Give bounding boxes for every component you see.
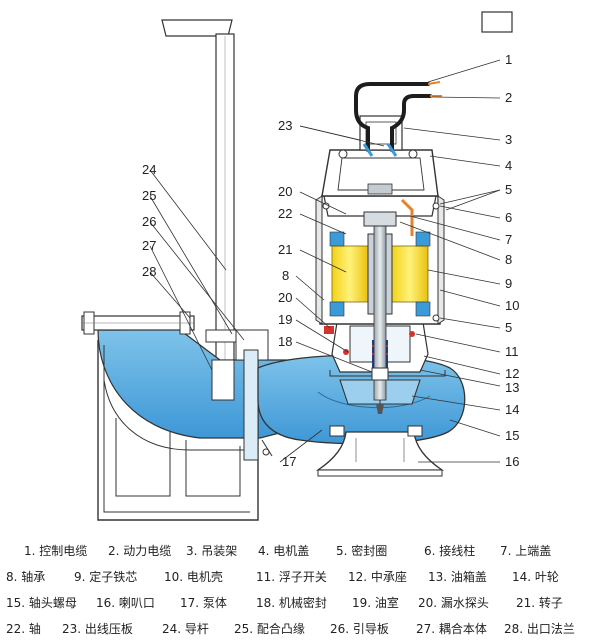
legend-item: 11. 浮子开关 — [256, 570, 327, 584]
guide-rail — [215, 33, 235, 365]
callout-12: 12 — [505, 366, 519, 381]
callout-16: 16 — [505, 454, 519, 469]
seal-rings — [322, 202, 440, 381]
legend-item: 9. 定子铁芯 — [74, 570, 138, 584]
legend-item: 10. 电机壳 — [164, 570, 223, 584]
legend-item: 18. 机械密封 — [256, 596, 327, 610]
callout-24: 24 — [142, 162, 156, 177]
corner-box — [481, 11, 513, 33]
callout-21: 21 — [278, 242, 292, 257]
callout-20-bottom: 20 — [278, 290, 292, 305]
legend-row: 15. 轴头螺母 16. 喇叭口 17. 泵体 18. 机械密封 19. 油室 … — [0, 594, 591, 618]
legend-item: 3. 吊装架 — [186, 544, 238, 558]
callout-3: 3 — [505, 132, 512, 147]
legend-item: 21. 转子 — [516, 596, 563, 610]
motor-cover — [321, 149, 439, 197]
callout-15: 15 — [505, 428, 519, 443]
legend-item: 26. 引导板 — [330, 622, 389, 636]
legend-item: 7. 上端盖 — [500, 544, 552, 558]
callout-14: 14 — [505, 402, 519, 417]
legend-item: 20. 漏水探头 — [418, 596, 489, 610]
legend-item: 8. 轴承 — [6, 570, 46, 584]
legend-item: 1. 控制电缆 — [24, 544, 88, 558]
legend-row: 1. 控制电缆 2. 动力电缆 3. 吊装架 4. 电机盖 5. 密封圈 6. … — [0, 542, 591, 566]
guide-plate — [205, 329, 273, 461]
legend-item: 5. 密封圈 — [336, 544, 388, 558]
callout-6: 6 — [505, 210, 512, 225]
legend-item: 14. 叶轮 — [512, 570, 559, 584]
legend-item: 27. 耦合本体 — [416, 622, 487, 636]
legend-item: 16. 喇叭口 — [96, 596, 155, 610]
legend-item: 25. 配合凸缘 — [234, 622, 305, 636]
parts-legend: 1. 控制电缆 2. 动力电缆 3. 吊装架 4. 电机盖 5. 密封圈 6. … — [0, 536, 591, 643]
legend-item: 19. 油室 — [352, 596, 399, 610]
legend-item: 17. 泵体 — [180, 596, 227, 610]
legend-item: 13. 油箱盖 — [428, 570, 487, 584]
callout-2: 2 — [505, 90, 512, 105]
callout-5-top: 5 — [505, 182, 512, 197]
legend-item: 6. 接线柱 — [424, 544, 476, 558]
legend-item: 23. 出线压板 — [62, 622, 133, 636]
legend-item: 28. 出口法兰 — [504, 622, 575, 636]
callout-1: 1 — [505, 52, 512, 67]
callout-19: 19 — [278, 312, 292, 327]
legend-item: 24. 导杆 — [162, 622, 209, 636]
callout-10: 10 — [505, 298, 519, 313]
coupling-base — [97, 340, 259, 521]
stator-core — [329, 231, 431, 317]
callout-28: 28 — [142, 264, 156, 279]
legend-item: 15. 轴头螺母 — [6, 596, 77, 610]
legend-item: 4. 电机盖 — [258, 544, 310, 558]
callout-23: 23 — [278, 118, 292, 133]
cables — [354, 81, 442, 157]
callout-labels: 1 2 3 4 5 6 7 8 9 10 5 11 12 13 14 15 16… — [142, 52, 519, 469]
callout-22: 22 — [278, 206, 292, 221]
inlet-bell — [315, 425, 445, 477]
callout-5-bottom: 5 — [505, 320, 512, 335]
callout-27: 27 — [142, 238, 156, 253]
callout-20-top: 20 — [278, 184, 292, 199]
outlet-flange — [81, 311, 195, 335]
callout-8-right: 8 — [505, 252, 512, 267]
callout-18: 18 — [278, 334, 292, 349]
callout-8-left: 8 — [282, 268, 289, 283]
pump-cross-section: 1 2 3 4 5 6 7 8 9 10 5 11 12 13 14 15 16… — [81, 11, 519, 521]
legend-row: 8. 轴承 9. 定子铁芯 10. 电机壳 11. 浮子开关 12. 中承座 1… — [0, 568, 591, 592]
callout-26: 26 — [142, 214, 156, 229]
callout-7: 7 — [505, 232, 512, 247]
callout-11: 11 — [505, 344, 519, 359]
callout-4: 4 — [505, 158, 512, 173]
callout-13: 13 — [505, 380, 519, 395]
callout-9: 9 — [505, 276, 512, 291]
leader-lines — [149, 59, 501, 463]
callout-25: 25 — [142, 188, 156, 203]
legend-item: 22. 轴 — [6, 622, 41, 636]
legend-item: 12. 中承座 — [348, 570, 407, 584]
legend-item: 2. 动力电缆 — [108, 544, 172, 558]
callout-17: 17 — [282, 454, 296, 469]
legend-row: 22. 轴 23. 出线压板 24. 导杆 25. 配合凸缘 26. 引导板 2… — [0, 620, 591, 643]
